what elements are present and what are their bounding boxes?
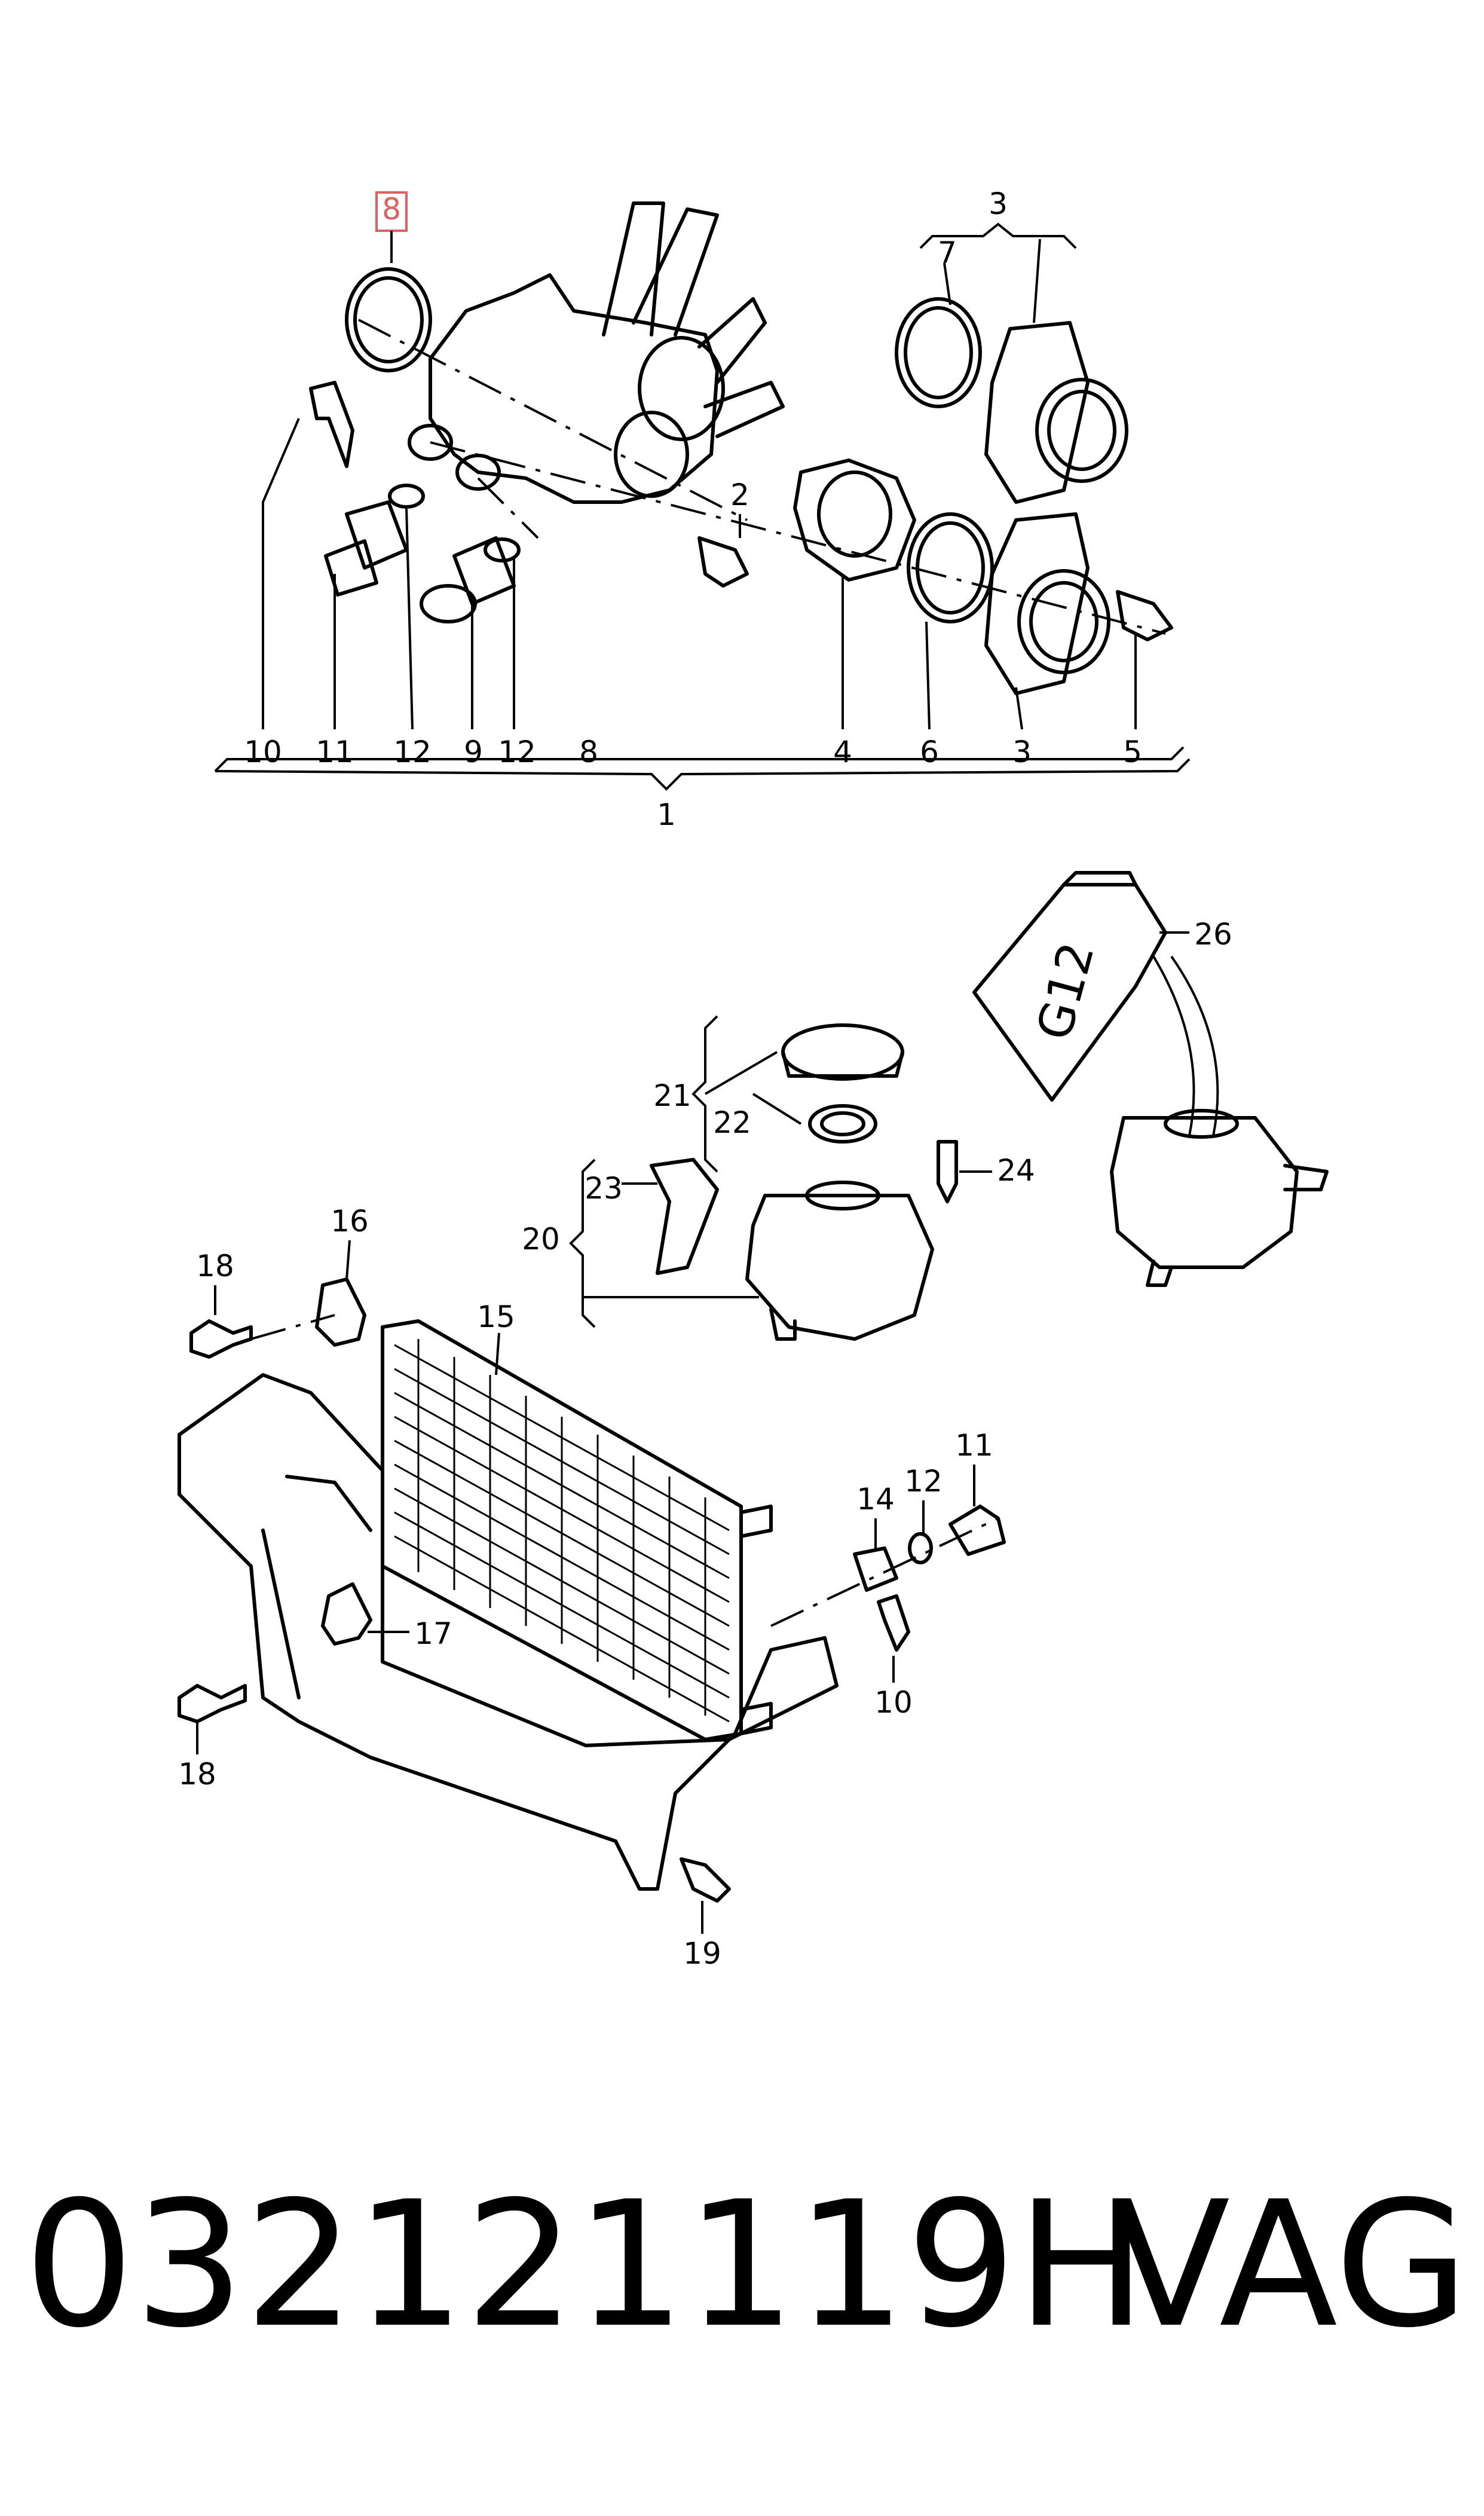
callout-19: 19 bbox=[683, 1936, 721, 1971]
callout-24: 24 bbox=[997, 1153, 1035, 1188]
callout-17: 17 bbox=[414, 1616, 452, 1651]
housing-3-lower bbox=[984, 512, 1090, 695]
callout-4: 4 bbox=[833, 735, 852, 769]
expansion-tank-group bbox=[569, 1015, 992, 1341]
coolant-can: G12 bbox=[972, 871, 1329, 1287]
bolt-19 bbox=[680, 1857, 731, 1903]
callout-18-bottom: 18 bbox=[178, 1757, 216, 1792]
housing-3-upper bbox=[984, 321, 1090, 504]
callout-10-bottom: 10 bbox=[874, 1685, 913, 1720]
cap-21 bbox=[781, 1023, 904, 1081]
callout-16: 16 bbox=[331, 1204, 369, 1239]
bolt-24 bbox=[937, 1140, 958, 1203]
callout-12-c: 12 bbox=[904, 1464, 943, 1499]
callout-26: 26 bbox=[1194, 917, 1232, 952]
callout-21: 21 bbox=[653, 1078, 691, 1113]
thermostat-4 bbox=[793, 458, 916, 582]
bracket-16 bbox=[315, 1277, 366, 1347]
o-ring-7 bbox=[895, 297, 982, 408]
seal-12 bbox=[908, 1532, 933, 1564]
o-ring-8 bbox=[345, 267, 432, 372]
seal-22 bbox=[808, 1104, 877, 1144]
part-number: 032121119H bbox=[24, 2165, 1147, 2366]
clip-10 bbox=[309, 381, 354, 468]
bolt-18-bottom bbox=[178, 1684, 247, 1723]
callout-3-bottom: 3 bbox=[1012, 735, 1032, 769]
o-ring-6 bbox=[907, 512, 994, 623]
callout-15: 15 bbox=[477, 1300, 515, 1334]
radiator-assembly bbox=[178, 1240, 1006, 1934]
callout-14: 14 bbox=[856, 1482, 895, 1517]
callout-9: 9 bbox=[464, 735, 483, 769]
bracket-17 bbox=[321, 1582, 372, 1646]
callout-1: 1 bbox=[657, 797, 676, 832]
callout-12-b: 12 bbox=[498, 735, 536, 769]
sensor-11 bbox=[948, 1505, 1006, 1556]
bolt-18-top bbox=[189, 1319, 253, 1359]
callout-22: 22 bbox=[713, 1105, 751, 1140]
coolant-flange-assembly bbox=[214, 191, 1191, 791]
callout-20: 20 bbox=[522, 1222, 560, 1257]
temp-sensor-11 bbox=[345, 500, 408, 570]
callout-11-bottom: 11 bbox=[955, 1428, 993, 1463]
callout-12-a: 12 bbox=[393, 735, 432, 769]
callout-2: 2 bbox=[730, 478, 749, 512]
expansion-tank-right bbox=[1110, 1116, 1299, 1269]
callout-10-top: 10 bbox=[244, 735, 282, 769]
brand-name: VAG bbox=[1112, 2165, 1469, 2366]
callout-23: 23 bbox=[585, 1171, 623, 1206]
callout-18-top: 18 bbox=[196, 1249, 234, 1283]
bracket-23 bbox=[650, 1158, 719, 1275]
coolant-label: G12 bbox=[1026, 937, 1105, 1045]
callout-8-bottom: 8 bbox=[579, 735, 598, 769]
switch-14 bbox=[853, 1546, 898, 1592]
bolt-2 bbox=[697, 536, 749, 588]
clip-10-lower bbox=[877, 1594, 910, 1652]
coolant-flange-body bbox=[429, 273, 719, 504]
callout-5: 5 bbox=[1123, 735, 1142, 769]
callout-11-top: 11 bbox=[316, 735, 354, 769]
callout-7: 7 bbox=[938, 236, 957, 270]
callout-6: 6 bbox=[920, 735, 939, 769]
callout-3-top: 3 bbox=[989, 187, 1008, 221]
callout-8-highlighted: 8 bbox=[382, 192, 401, 227]
expansion-tank bbox=[745, 1194, 934, 1341]
